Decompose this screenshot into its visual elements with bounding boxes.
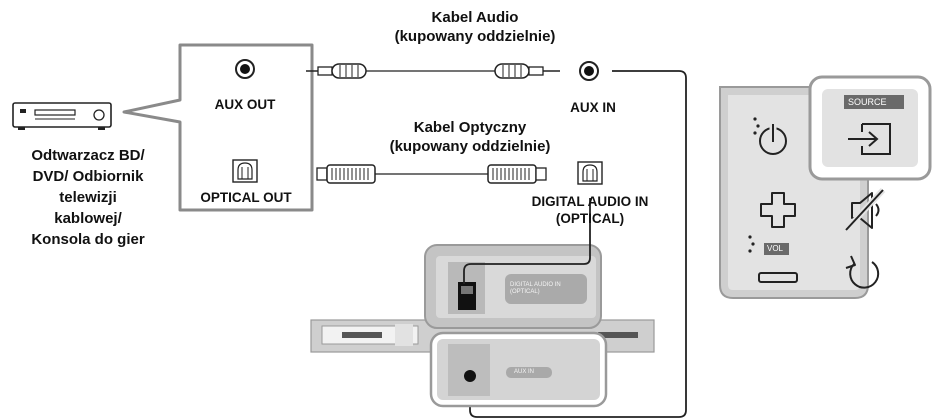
optical-out-label: OPTICAL OUT [200,190,292,205]
panel-digital-label: DIGITAL AUDIO IN (OPTICAL) [510,282,561,295]
aux-out-jack-icon [235,59,255,79]
source-label-badge [844,95,904,109]
vol-button-label: VOL [767,244,784,253]
aux-in-jack-icon [579,61,599,81]
digital-audio-in-label: DIGITAL AUDIO IN (OPTICAL) [531,194,649,226]
minus-icon[interactable] [758,272,798,283]
source-button-label: SOURCE [848,97,887,107]
panel-aux-label: AUX IN [514,369,535,375]
plus-icon[interactable] [760,192,796,228]
vol-label-badge [764,243,789,255]
source-device-label: Odtwarzacz BD/ DVD/ Odbiornik telewizji … [31,147,145,248]
power-icon[interactable] [759,121,787,155]
source-callout-box [122,43,314,212]
audio-cable-title: Kabel Audio (kupowany oddzielnie) [394,9,556,45]
optical-out-port-icon [232,159,258,183]
optical-cable-icon [316,164,547,184]
panel-optical-port-icon [458,282,476,310]
optical-in-port-icon [577,161,603,185]
aux-routing-line [469,70,687,418]
audio-cable-icon [306,63,560,79]
source-input-icon[interactable] [848,123,891,155]
optical-routing-line [463,198,591,284]
aux-out-label: AUX OUT [214,97,276,112]
bd-player-icon [12,102,112,130]
repeat-icon[interactable] [845,255,880,289]
panel-aux-jack-icon [464,370,476,382]
mute-icon[interactable] [843,187,886,233]
aux-in-label: AUX IN [570,100,616,115]
optical-cable-title: Kabel Optyczny (kupowany oddzielnie) [389,119,551,155]
